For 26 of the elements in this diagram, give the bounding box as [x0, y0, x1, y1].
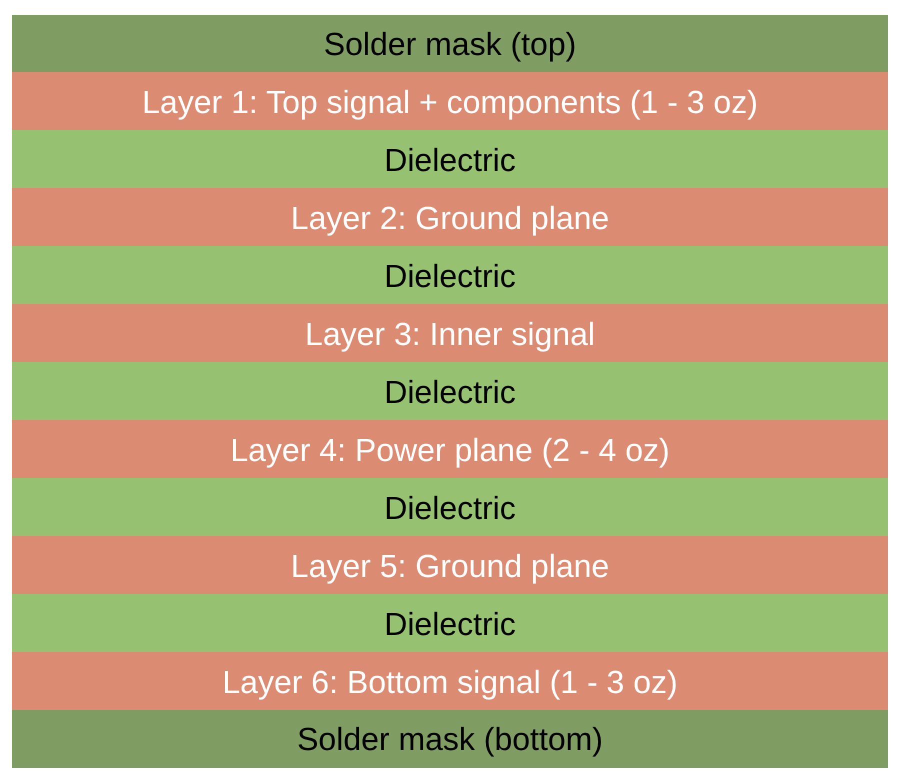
solder-mask-layer: [12, 710, 888, 768]
copper-layer: [12, 304, 888, 363]
layer-label: Layer 4: Power plane (2 - 4 oz): [230, 430, 670, 468]
copper-layer: [12, 420, 888, 479]
layer-label: Layer 6: Bottom signal (1 - 3 oz): [222, 662, 678, 700]
layer-label: Solder mask (bottom): [297, 720, 603, 758]
dielectric-layer: [12, 362, 888, 421]
copper-layer: [12, 536, 888, 595]
solder-mask-layer: [12, 15, 888, 73]
layer-label: Layer 3: Inner signal: [305, 314, 595, 352]
copper-layer: [12, 72, 888, 131]
layer-label: Layer 1: Top signal + components (1 - 3 oz): [142, 82, 758, 120]
layer-label: Layer 5: Ground plane: [290, 546, 610, 584]
layer-label: Solder mask (top): [324, 25, 576, 63]
layer-label: Dielectric: [384, 256, 516, 294]
copper-layer: [12, 652, 888, 711]
layer-label: Dielectric: [384, 488, 516, 526]
dielectric-layer: [12, 594, 888, 653]
layer-label: Dielectric: [384, 372, 516, 410]
copper-layer: [12, 188, 888, 247]
layer-label: Dielectric: [384, 140, 516, 178]
layer-label: Layer 2: Ground plane: [290, 198, 610, 236]
dielectric-layer: [12, 246, 888, 305]
layer-label: Dielectric: [384, 604, 516, 642]
dielectric-layer: [12, 130, 888, 189]
dielectric-layer: [12, 478, 888, 537]
